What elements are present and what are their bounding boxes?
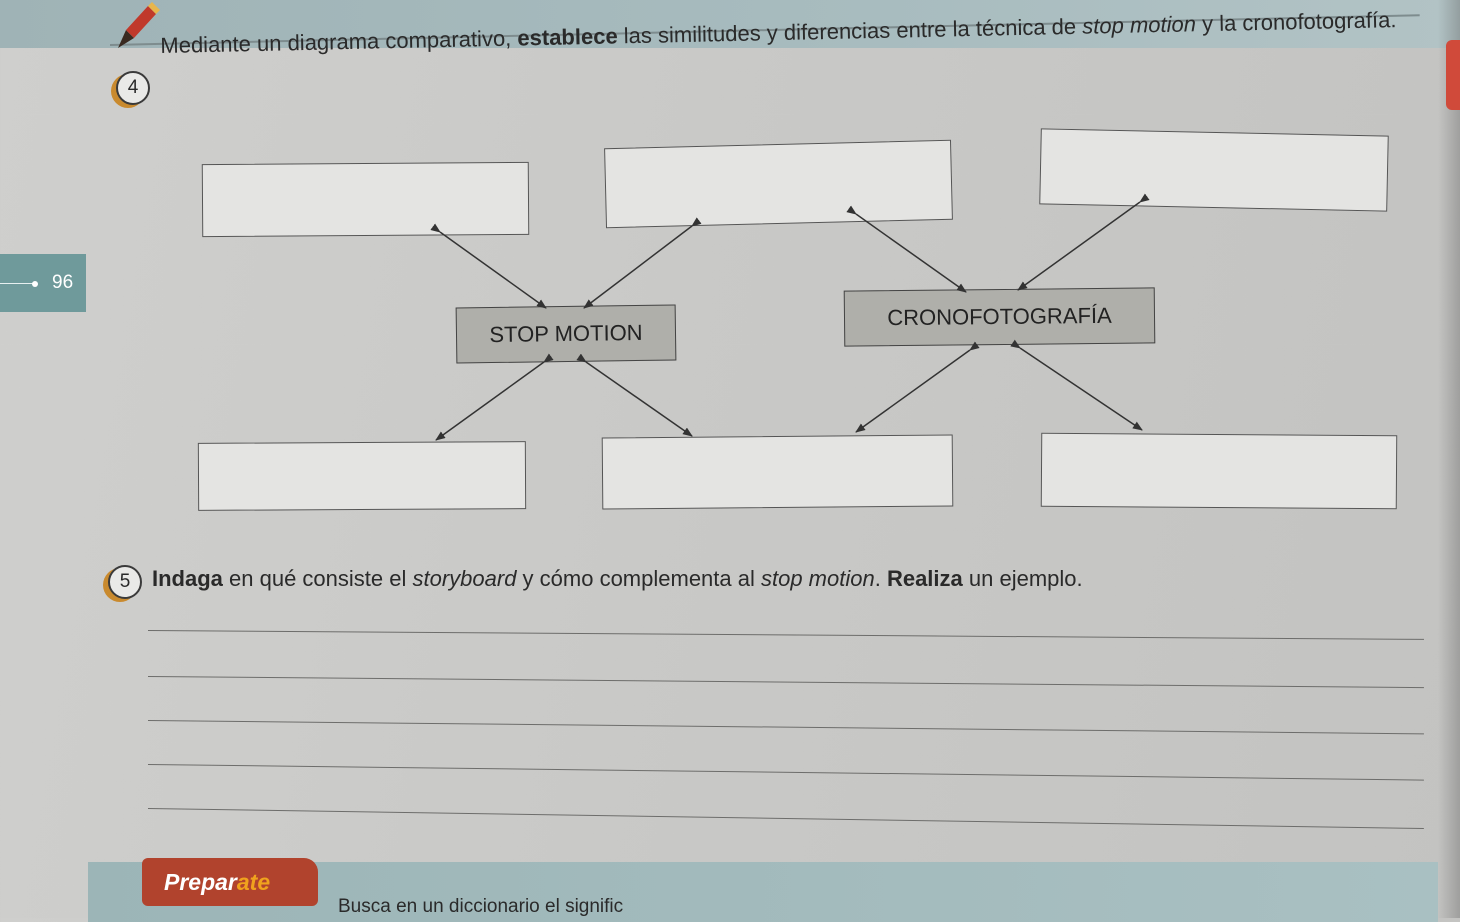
q5-text-c: .	[874, 566, 887, 591]
q5-text-a: en qué consiste el	[222, 566, 413, 591]
arrow-sm-top-middle	[583, 217, 702, 309]
q5-bold-verb-1: Indaga	[152, 566, 223, 591]
preparate-label-highlight: at	[236, 869, 258, 895]
q5-text-b: y cómo complementa al	[516, 566, 761, 591]
preparate-label-b: e	[257, 869, 271, 895]
page-number-tab: 96	[0, 254, 86, 312]
q5-text-d: un ejemplo.	[962, 566, 1083, 591]
arrow-cf-top-right	[1017, 193, 1150, 291]
preparate-text: Busca en un diccionario el signific	[338, 896, 624, 917]
arrow-cf-bottom-middle	[855, 341, 980, 433]
q5-bold-verb-2: Realiza	[886, 566, 963, 591]
page-number: 96	[52, 272, 74, 293]
q5-italic-storyboard: storyboard	[412, 566, 517, 591]
arrow-sm-bottom-left	[435, 353, 554, 441]
preparate-label-a: Prepar	[164, 869, 237, 895]
question-4-number: 4	[116, 71, 150, 105]
arrow-cf-bottom-right	[1010, 339, 1143, 431]
page-edge-shadow	[1438, 0, 1460, 918]
page-tab-dot	[32, 281, 38, 287]
pencil-icon	[118, 2, 160, 48]
preparate-badge: Preparate	[142, 858, 318, 906]
q5-italic-stop-motion: stop motion	[760, 566, 875, 591]
arrow-sm-bottom-middle	[576, 353, 693, 437]
arrow-sm-top-left	[430, 223, 547, 309]
question-5-number: 5	[108, 565, 142, 599]
page-tab-rule	[0, 283, 34, 284]
question-5-text: Indaga en qué consiste el storyboard y c…	[152, 566, 1083, 592]
side-tab	[1446, 40, 1460, 110]
arrow-cf-top-middle	[846, 205, 967, 293]
